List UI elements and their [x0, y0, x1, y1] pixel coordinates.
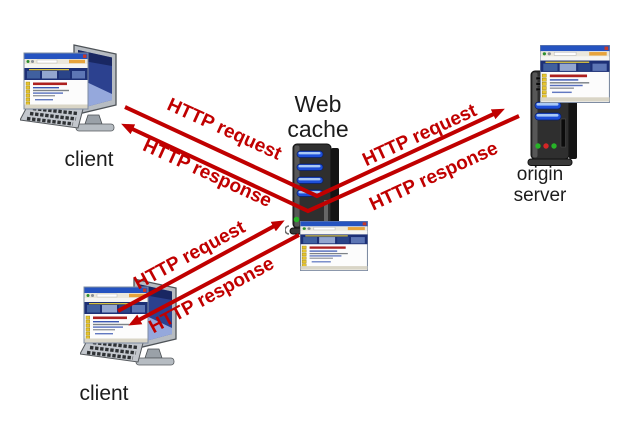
- status-leds: [535, 143, 557, 149]
- web-cache-label: Web cache: [287, 91, 349, 143]
- origin-browser-window-icon: [540, 45, 610, 103]
- drive-bays: [534, 101, 562, 121]
- origin-server-label: origin server: [513, 164, 567, 206]
- client-bottom-label: client: [79, 382, 129, 405]
- power-led: [293, 216, 300, 223]
- cached-page-browser-window-icon: [300, 221, 368, 271]
- browser-window-icon: [23, 52, 89, 110]
- arrow-response-origin-to-client-top: [121, 114, 520, 214]
- arrow-response-cache-to-client-bottom: [128, 233, 300, 326]
- client-top-label: client: [64, 148, 114, 171]
- client-top-computer-icon: [20, 44, 117, 132]
- arrow-request-client-top-to-origin: [124, 105, 505, 199]
- arrow-request-client-bottom-to-cache: [117, 220, 285, 313]
